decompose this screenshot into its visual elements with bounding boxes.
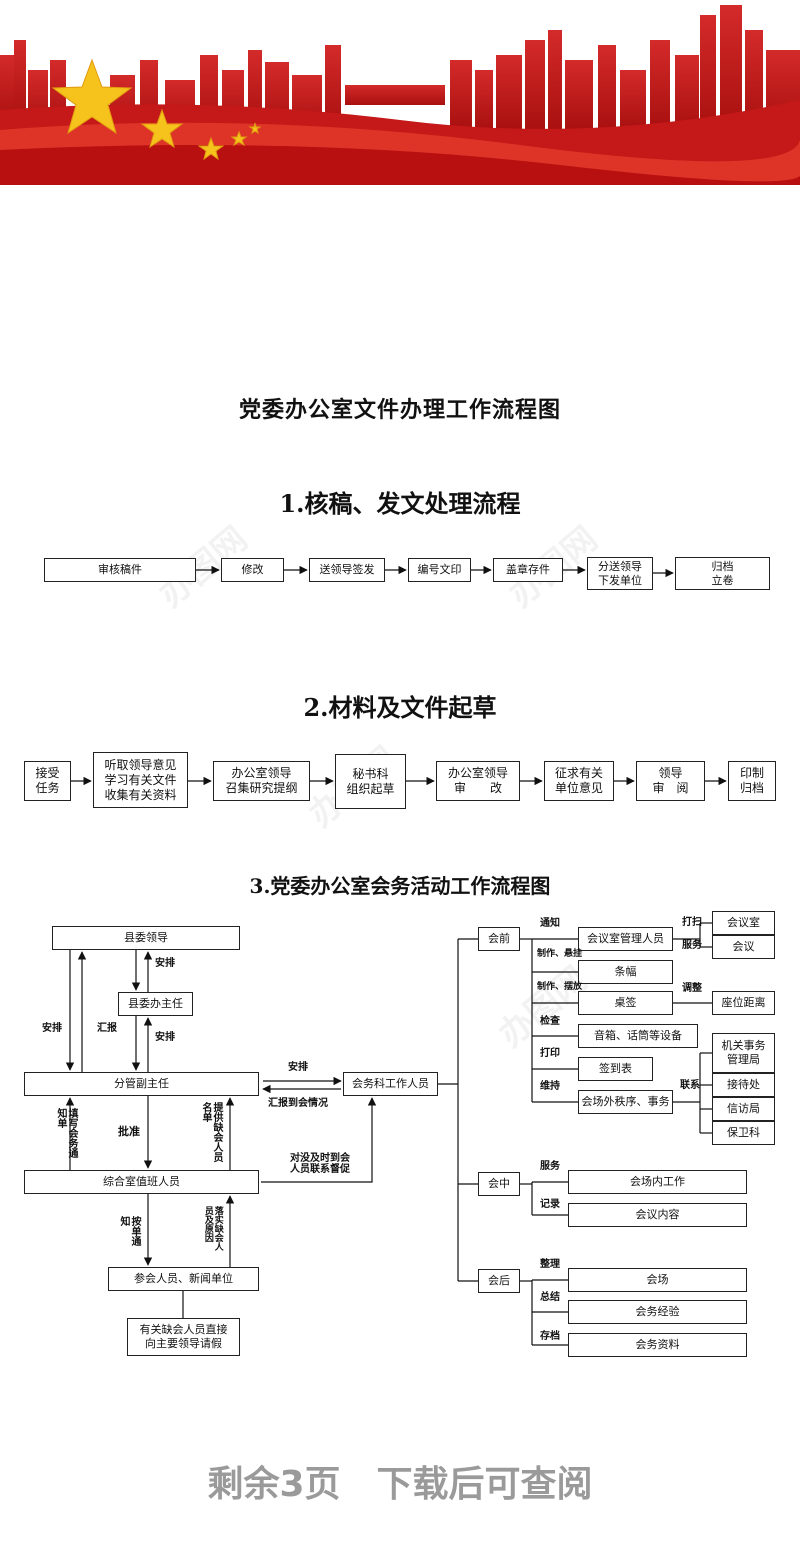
step-drafting: 秘书科 组织起草 [335,754,406,809]
deputy-director-box: 分管副主任 [24,1072,259,1096]
label-adjust: 调整 [682,983,702,994]
step-leader-sign: 送领导签发 [309,558,385,582]
label-arrange: 安排 [42,1023,62,1034]
order-box: 会场外秩序、事务 [578,1090,673,1114]
label-clean: 打扫 [682,917,702,928]
label-urge: 对没及时到会 人员联系督促 [290,1153,350,1175]
label-report-arrival: 汇报到会情况 [268,1098,328,1109]
label-serve: 服务 [540,1161,560,1172]
label-contact: 联系 [680,1080,700,1091]
step-distribute: 分送领导 下发单位 [587,557,653,590]
star-icons [51,58,262,161]
label-notify: 按单通知 [118,1216,140,1246]
office-director-box: 县委办主任 [118,992,193,1016]
meeting-room-box: 会议室 [712,911,775,935]
section3-heading: 3.党委办公室会务活动工作流程图 [249,874,551,898]
download-prompt[interactable]: 剩余3页 下载后可查阅 [207,1464,593,1505]
label-notify: 通知 [540,918,560,929]
step-seal-store: 盖章存件 [493,558,563,582]
step-revise: 修改 [221,558,284,582]
label-summarize: 总结 [540,1292,560,1303]
step-office-review: 办公室领导 审 改 [436,761,520,801]
step-review-draft: 审核稿件 [44,558,196,582]
section2-heading: 2.材料及文件起草 [303,693,497,722]
duty-staff-box: 综合室值班人员 [24,1170,259,1194]
meeting-staff-box: 会务科工作人员 [343,1072,438,1096]
label-arrange: 安排 [155,1032,175,1043]
admin-affairs-box: 机关事务 管理局 [712,1033,775,1073]
label-archive: 存档 [540,1331,560,1342]
step-gather-info: 听取领导意见 学习有关文件 收集有关资料 [93,752,188,808]
security-box: 保卫科 [712,1121,775,1145]
venue-box: 会场 [568,1268,747,1292]
meeting-content-box: 会议内容 [568,1203,747,1227]
label-arrange: 安排 [155,958,175,969]
label-approve: 批准 [118,1125,140,1138]
label-arrange: 安排 [288,1062,308,1073]
page-title: 党委办公室文件办理工作流程图 [238,397,561,423]
in-venue-work-box: 会场内工作 [568,1170,747,1194]
county-leader-box: 县委领导 [52,926,240,950]
absent-leave-box: 有关缺会人员直接 向主要领导请假 [127,1318,240,1356]
meeting-box: 会议 [712,935,775,959]
attendees-box: 参会人员、新闻单位 [108,1267,259,1291]
banner-box: 条幅 [578,960,673,984]
label-record: 记录 [540,1199,560,1210]
phase-during: 会中 [478,1172,520,1196]
label-provide-absent: 提供缺会人员名单 [200,1102,222,1162]
reception-box: 接待处 [712,1073,775,1097]
seat-distance-box: 座位距离 [712,991,775,1015]
label-check: 检查 [540,1016,560,1027]
phase-before: 会前 [478,927,520,951]
label-make-hang: 制作、悬挂 [537,949,583,959]
label-report: 汇报 [97,1023,117,1034]
label-serve: 服务 [682,940,702,951]
room-manager-box: 会议室管理人员 [578,927,673,951]
label-print: 打印 [540,1048,560,1059]
label-maintain: 维持 [540,1081,560,1092]
petition-box: 信访局 [712,1097,775,1121]
section1-heading: 1.核稿、发文处理流程 [279,489,521,518]
phase-after: 会后 [478,1269,520,1293]
step-consult: 征求有关 单位意见 [544,761,614,801]
label-verify-absent: 落实缺会人员及原因 [202,1206,223,1251]
step-outline: 办公室领导 召集研究提纲 [213,761,310,801]
step-number-print: 编号文印 [408,558,471,582]
materials-box: 会务资料 [568,1333,747,1357]
label-tidy: 整理 [540,1259,560,1270]
step-leader-read: 领导 审 阅 [636,761,705,801]
step-accept-task: 接受 任务 [24,761,71,801]
header-banner [0,0,800,185]
label-fill-notice: 填写会务通知单 [55,1108,77,1158]
name-card-box: 桌签 [578,991,673,1015]
equipment-box: 音箱、话筒等设备 [578,1024,698,1048]
experience-box: 会务经验 [568,1300,747,1324]
step-archive: 归档 立卷 [675,557,770,590]
step-print-archive: 印制 归档 [728,761,776,801]
sign-in-box: 签到表 [578,1057,653,1081]
label-make-place: 制作、摆放 [537,982,583,992]
